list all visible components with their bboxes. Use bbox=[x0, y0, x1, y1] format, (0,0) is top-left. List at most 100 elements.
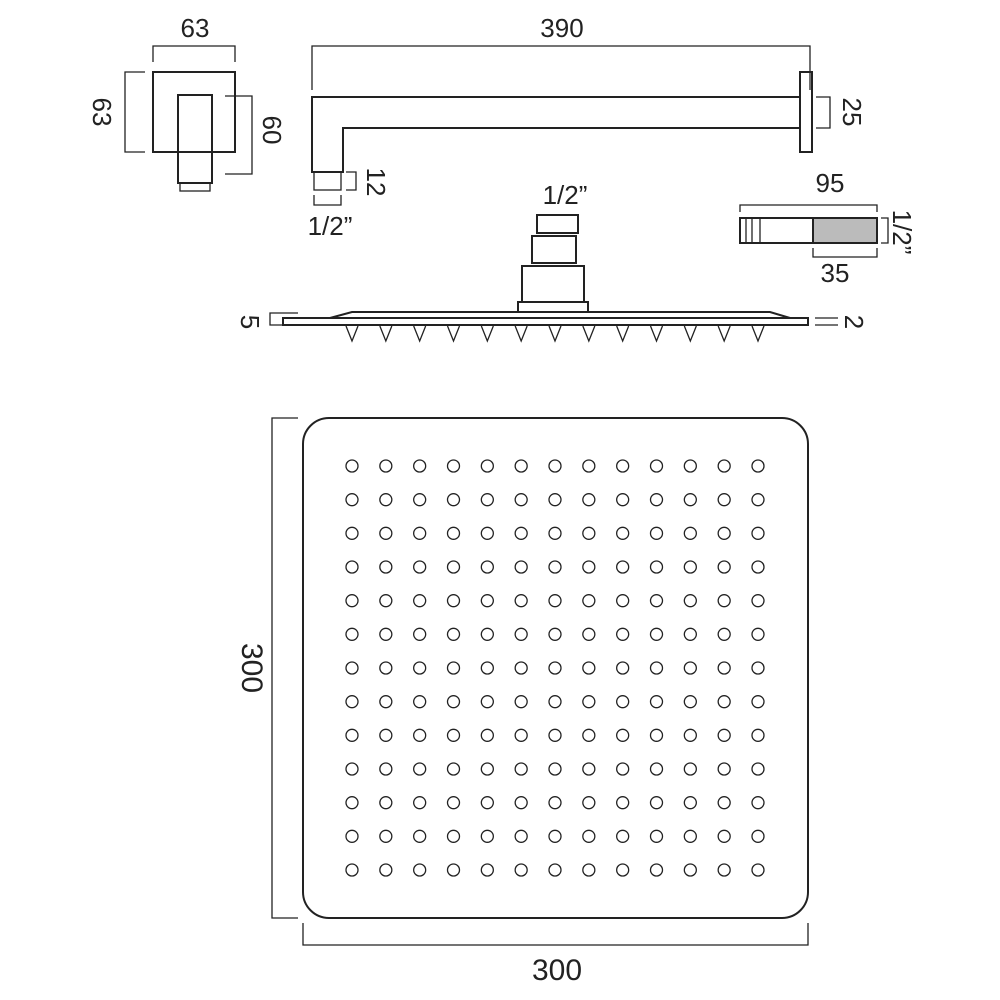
nozzle bbox=[717, 728, 731, 742]
nozzle bbox=[379, 526, 393, 540]
nozzle bbox=[379, 796, 393, 810]
nozzle bbox=[345, 796, 359, 810]
nozzle bbox=[379, 627, 393, 641]
nozzle bbox=[683, 796, 697, 810]
nozzle bbox=[582, 796, 596, 810]
nozzle bbox=[683, 526, 697, 540]
nozzle bbox=[480, 493, 494, 507]
nozzle bbox=[514, 526, 528, 540]
nozzle-side bbox=[683, 325, 697, 343]
nozzle bbox=[649, 459, 664, 473]
nozzle bbox=[413, 829, 427, 843]
nozzle bbox=[345, 459, 359, 473]
nozzle bbox=[717, 796, 731, 810]
wall-outlet-width: 63 bbox=[181, 13, 210, 43]
nozzle-side bbox=[446, 325, 461, 343]
nozzle bbox=[616, 762, 630, 776]
nozzle bbox=[649, 863, 664, 877]
nozzle bbox=[683, 493, 697, 507]
nozzle-side bbox=[379, 325, 393, 343]
nozzle bbox=[345, 695, 359, 709]
nozzle bbox=[548, 594, 562, 608]
nozzle bbox=[683, 459, 697, 473]
nozzle bbox=[683, 863, 697, 877]
nozzle bbox=[446, 796, 461, 810]
nozzle bbox=[717, 594, 731, 608]
nozzle bbox=[379, 695, 393, 709]
nozzle bbox=[717, 863, 731, 877]
nozzle bbox=[446, 493, 461, 507]
nozzle bbox=[413, 493, 427, 507]
nozzle-side bbox=[480, 325, 494, 343]
nozzle bbox=[379, 829, 393, 843]
nozzle bbox=[582, 829, 596, 843]
nozzle bbox=[514, 863, 528, 877]
nozzle bbox=[345, 560, 359, 574]
nozzle bbox=[717, 661, 731, 675]
nozzle bbox=[649, 728, 664, 742]
nozzle bbox=[751, 594, 765, 608]
nozzle bbox=[751, 459, 765, 473]
nozzle bbox=[717, 627, 731, 641]
nozzle bbox=[616, 560, 630, 574]
nozzle bbox=[751, 695, 765, 709]
nozzle-side bbox=[616, 325, 630, 343]
nozzle bbox=[480, 695, 494, 709]
nozzle bbox=[446, 627, 461, 641]
head-inlet-size: 1/2” bbox=[543, 180, 588, 210]
nozzle bbox=[717, 762, 731, 776]
nozzle bbox=[616, 728, 630, 742]
nozzle bbox=[751, 863, 765, 877]
wall-outlet-depth: 60 bbox=[257, 116, 287, 145]
nozzle bbox=[413, 594, 427, 608]
nozzle bbox=[379, 863, 393, 877]
nozzle bbox=[446, 560, 461, 574]
nozzle-side bbox=[649, 325, 664, 343]
nozzle bbox=[514, 594, 528, 608]
nozzle bbox=[480, 796, 494, 810]
nozzle bbox=[345, 863, 359, 877]
nozzle bbox=[717, 526, 731, 540]
nozzle bbox=[480, 526, 494, 540]
head-height: 300 bbox=[235, 643, 268, 693]
nozzle bbox=[446, 829, 461, 843]
nozzle bbox=[514, 661, 528, 675]
nozzle bbox=[480, 560, 494, 574]
nozzle bbox=[413, 695, 427, 709]
nozzle bbox=[717, 560, 731, 574]
nozzle bbox=[413, 560, 427, 574]
nozzle bbox=[751, 661, 765, 675]
nozzle bbox=[480, 594, 494, 608]
nozzle bbox=[649, 695, 664, 709]
nozzle bbox=[683, 627, 697, 641]
nozzle bbox=[616, 526, 630, 540]
shower-arm: 390 25 12 1/2” bbox=[308, 13, 868, 241]
nozzle bbox=[683, 661, 697, 675]
nozzle bbox=[582, 661, 596, 675]
nozzle bbox=[548, 493, 562, 507]
shower-head-side: 1/2” 5 2 bbox=[235, 180, 869, 343]
nozzle bbox=[683, 829, 697, 843]
nozzle bbox=[446, 526, 461, 540]
nozzle bbox=[446, 459, 461, 473]
nozzle bbox=[751, 493, 765, 507]
nozzle bbox=[616, 829, 630, 843]
nozzle bbox=[751, 728, 765, 742]
head-width: 300 bbox=[532, 954, 582, 987]
nozzle bbox=[345, 829, 359, 843]
nozzle bbox=[616, 627, 630, 641]
nozzle bbox=[413, 762, 427, 776]
nozzle bbox=[514, 695, 528, 709]
head-edge-thickness: 5 bbox=[235, 315, 265, 329]
nozzle bbox=[548, 728, 562, 742]
nozzle bbox=[480, 661, 494, 675]
nozzle bbox=[751, 796, 765, 810]
nozzle bbox=[616, 695, 630, 709]
nozzle bbox=[514, 728, 528, 742]
nozzle bbox=[616, 863, 630, 877]
nozzle bbox=[616, 594, 630, 608]
nozzle bbox=[582, 493, 596, 507]
nozzle bbox=[683, 728, 697, 742]
nozzle bbox=[582, 594, 596, 608]
